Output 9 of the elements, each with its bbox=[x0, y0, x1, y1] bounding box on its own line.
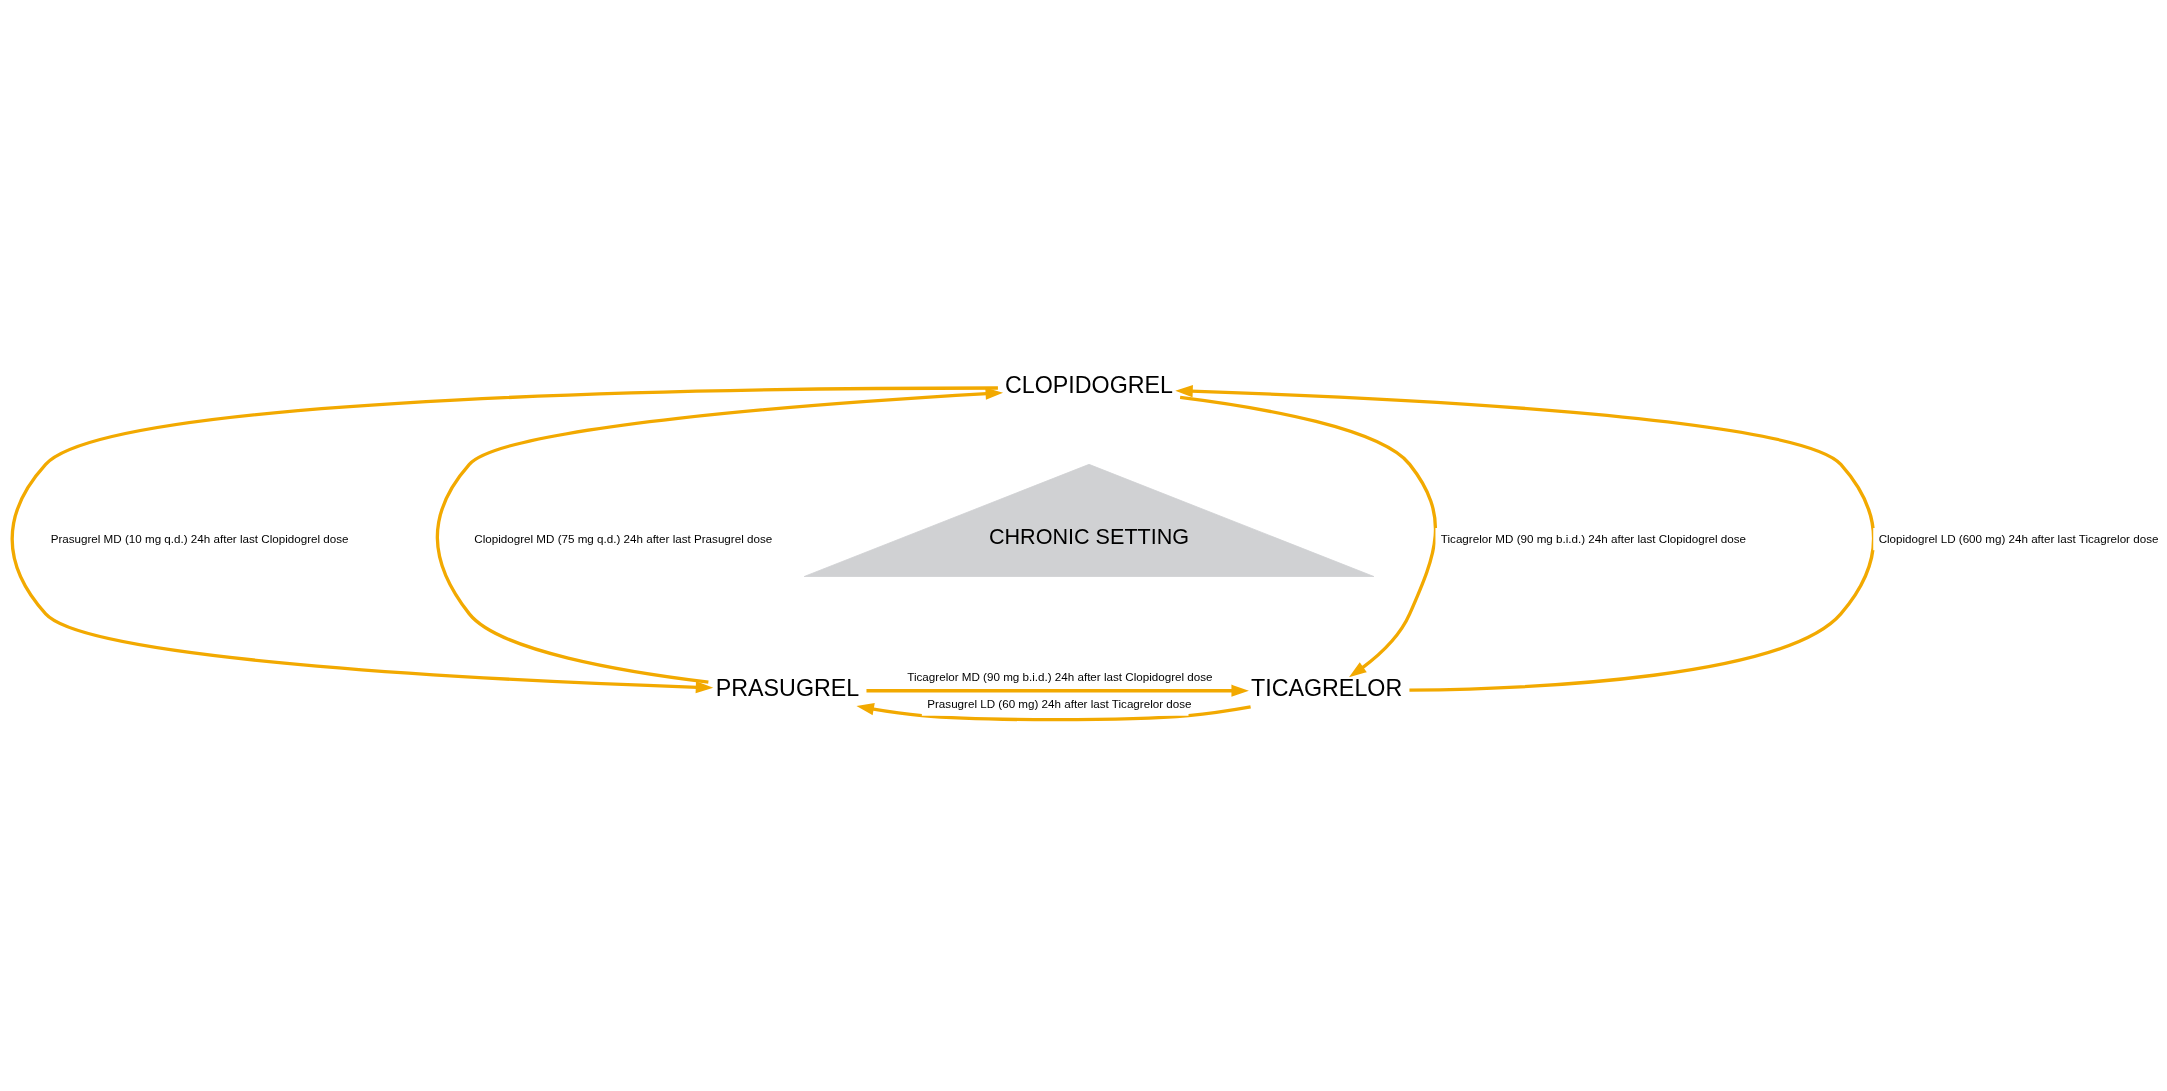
edge-label: Ticagrelor MD (90 mg b.i.d.) 24h after last Clopidogrel dose bbox=[1440, 531, 1747, 545]
node-text: TICAGRELOR bbox=[1251, 675, 1403, 702]
edge-label: Ticagrelor MD (90 mg b.i.d.) 24h after last Clopidogrel dose bbox=[907, 669, 1213, 683]
edge-label: Clopidogrel MD (75 mg q.d.) 24h after last Prasugrel dose bbox=[474, 531, 773, 545]
edge-label: Prasugrel LD (60 mg) 24h after last Ticagrelor dose bbox=[927, 696, 1192, 710]
node-text: CLOPIDOGREL bbox=[1005, 372, 1174, 399]
edge-label: Prasugrel MD (10 mg q.d.) 24h after last Clopidogrel dose bbox=[50, 531, 349, 545]
node-text: PRASUGREL bbox=[715, 675, 860, 702]
edge-label: Clopidogrel LD (600 mg) 24h after last Ticagrelor dose bbox=[1878, 531, 2159, 545]
